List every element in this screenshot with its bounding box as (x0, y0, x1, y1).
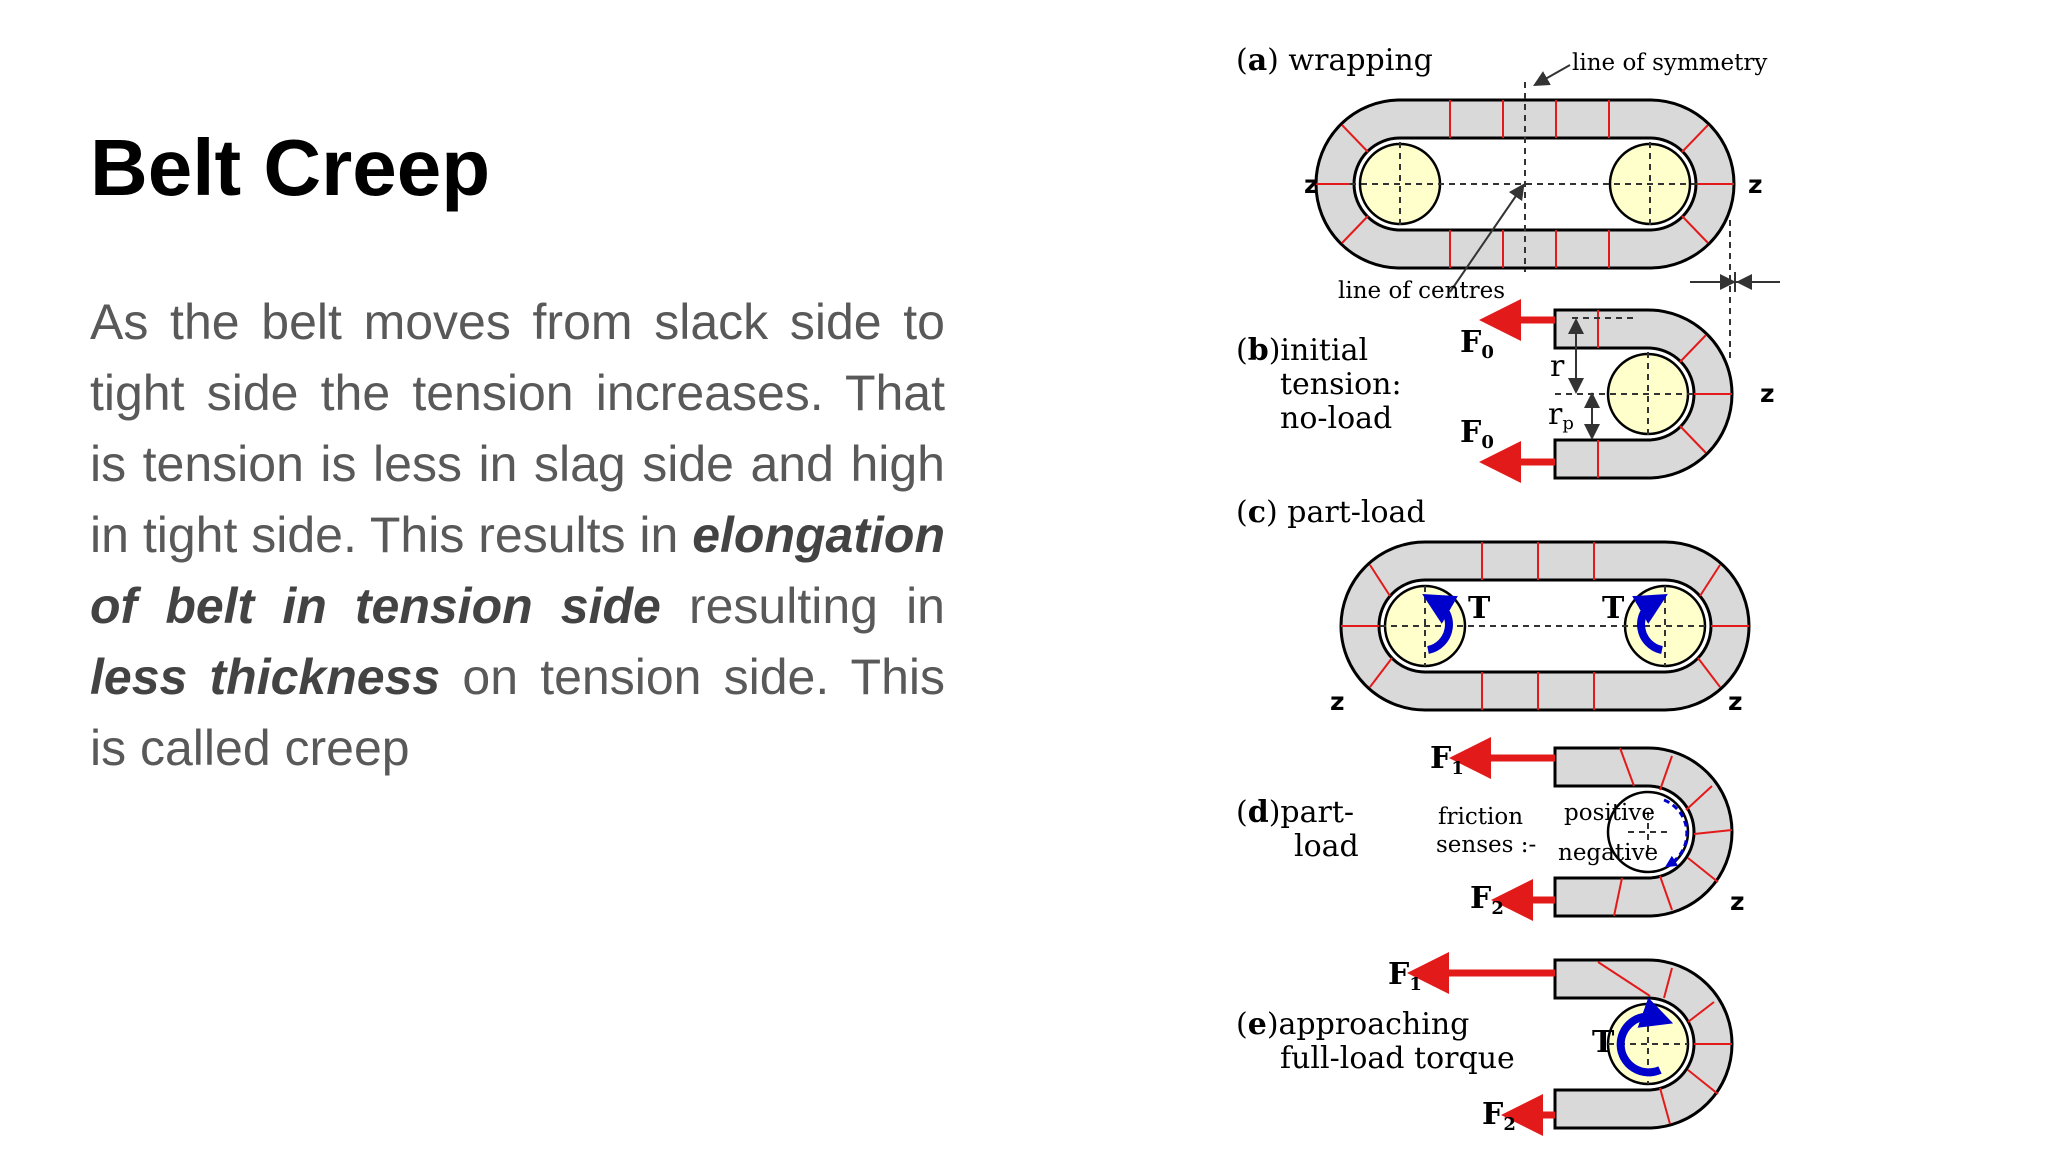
panel-d-caption: (d)part- (1236, 795, 1354, 830)
panel-a-belt (1314, 98, 1736, 270)
panel-a-wrapping: (a) wrapping line of symmetry line of ce… (1236, 43, 1780, 360)
body-text-part-2: resulting in (660, 578, 945, 634)
body-emphasis-less-thickness: less thickness (90, 649, 441, 705)
panel-c-right-rotation-icon (1632, 593, 1668, 654)
body-emphasis-elongation: elongation of belt in tension side (90, 507, 945, 634)
panel-c-part-load: (c) part-load T T z z (1236, 495, 1751, 716)
panel-c-belt-ticks (1341, 542, 1749, 710)
radius-r-label: r (1550, 349, 1565, 384)
panel-d-part-load: (d)part- load positive negative friction… (1236, 737, 1745, 921)
panel-c-caption: (c) part-load (1236, 495, 1426, 530)
panel-b-belt-ticks (1597, 310, 1732, 478)
body-text-part-1: As the belt moves from slack side to tig… (90, 294, 945, 563)
panel-b-caption-line-3: no-load (1280, 401, 1392, 436)
belt-creep-diagram: (a) wrapping line of symmetry line of ce… (1236, 43, 1780, 1136)
panel-c-torque-right: T (1602, 591, 1625, 626)
panel-b-caption: (b)initial (1236, 333, 1368, 368)
slide-title: Belt Creep (90, 123, 491, 212)
panel-e-caption-line-2: full-load torque (1280, 1041, 1515, 1076)
panel-d-force-bottom-label: F2 (1470, 881, 1504, 919)
panel-d-belt-ticks (1613, 747, 1733, 917)
panel-a-z-right: z (1748, 170, 1763, 199)
panel-d-z: z (1730, 887, 1745, 916)
panel-e-caption: (e)approaching (1236, 1007, 1469, 1042)
panel-b-caption-line-2: tension: (1280, 367, 1402, 402)
panel-d-force-top-label: F1 (1430, 741, 1464, 779)
friction-senses-label: friction (1438, 804, 1523, 830)
line-of-symmetry-label: line of symmetry (1572, 50, 1767, 76)
panel-e-force-bottom-label: F2 (1482, 1097, 1516, 1135)
panel-c-torque-left: T (1468, 591, 1491, 626)
panel-c-belt (1339, 540, 1751, 712)
panel-a-z-left: z (1304, 170, 1319, 199)
panel-b-force-bottom-label: F0 (1460, 415, 1494, 453)
body-text-part-3: on tension side. This is called creep (90, 649, 945, 776)
panel-a-belt-ticks (1316, 100, 1734, 268)
radius-rp-label: rp (1548, 397, 1574, 434)
panel-c-z-right: z (1728, 687, 1743, 716)
panel-d-belt (1553, 746, 1734, 918)
panel-d-caption-line-2: load (1294, 829, 1359, 864)
panel-b-z: z (1760, 379, 1775, 408)
panel-b-force-top-label: F0 (1460, 325, 1494, 363)
panel-e-force-top-label: F1 (1388, 957, 1422, 995)
panel-c-z-left: z (1330, 687, 1345, 716)
line-of-centres-label: line of centres (1338, 278, 1505, 304)
panel-a-caption: (a) wrapping (1236, 43, 1433, 78)
panel-e-torque-label: T (1592, 1025, 1615, 1060)
positive-friction-label: positive (1564, 800, 1655, 826)
panel-e-rotation-icon (1616, 997, 1674, 1077)
slide-body-text: As the belt moves from slack side to tig… (90, 287, 945, 784)
friction-senses-label-2: senses :- (1436, 832, 1536, 858)
panel-c-left-rotation-icon (1422, 593, 1458, 654)
panel-b-belt (1553, 308, 1734, 480)
negative-friction-label: negative (1558, 840, 1658, 866)
panel-b-initial-tension: (b)initial tension: no-load r rp F0 F0 z (1236, 299, 1775, 483)
panel-e-full-load: (e)approaching full-load torque T F1 F2 (1236, 952, 1734, 1136)
panel-e-belt-ticks (1597, 961, 1732, 1125)
